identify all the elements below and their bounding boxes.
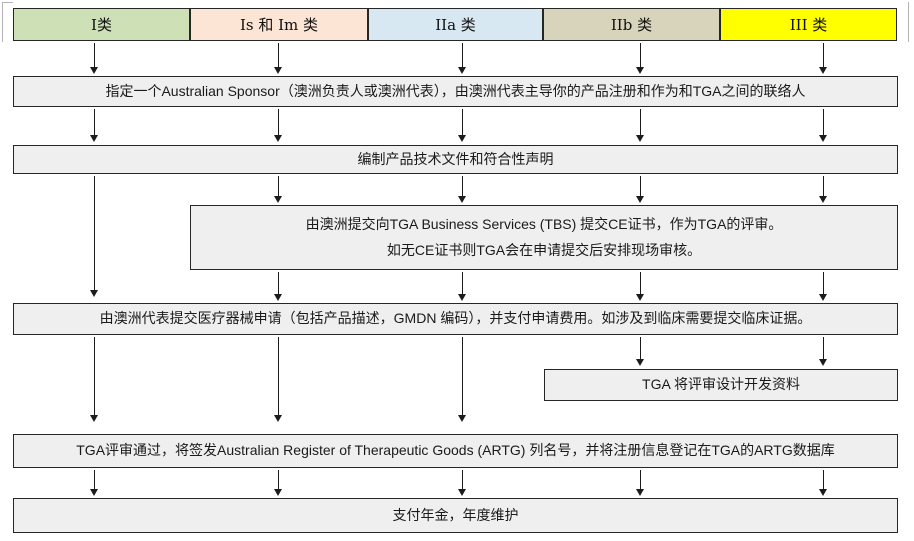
flow-arrow — [458, 470, 467, 496]
flow-arrow — [819, 43, 828, 74]
flow-arrow — [819, 176, 828, 203]
flow-arrow — [819, 470, 828, 496]
flow-arrow — [274, 43, 283, 74]
flow-arrow — [458, 176, 467, 203]
step-device-application: 由澳洲代表提交医疗器械申请（包括产品描述，GMDN 编码），并支付申请费用。如涉… — [13, 303, 898, 335]
flow-arrow-class-i-bypass — [90, 337, 99, 422]
guide-line-right — [908, 2, 909, 42]
flow-arrow — [458, 43, 467, 74]
flow-arrow — [636, 272, 645, 301]
step-ce-submission: 由澳洲提交向TGA Business Services (TBS) 提交CE证书… — [190, 205, 898, 270]
flow-arrow — [819, 337, 828, 366]
flow-arrow — [90, 109, 99, 142]
ce-submission-line1: 由澳洲提交向TGA Business Services (TBS) 提交CE证书… — [305, 216, 783, 232]
flow-arrow — [636, 337, 645, 366]
flow-arrow — [636, 176, 645, 203]
flow-arrow — [458, 109, 467, 142]
guide-line-top — [2, 2, 13, 3]
flow-arrow-class-isim-bypass — [274, 337, 283, 422]
class-iib-header: IIb 类 — [543, 8, 720, 41]
step-appoint-sponsor: 指定一个Australian Sponsor（澳洲负责人或澳洲代表），由澳洲代表… — [13, 76, 898, 107]
flow-arrow-class-iia-bypass — [458, 337, 467, 422]
class-iia-header: IIa 类 — [368, 8, 543, 41]
class-i-header: I类 — [13, 8, 190, 41]
flow-arrow — [90, 470, 99, 496]
step-design-review: TGA 将评审设计开发资料 — [544, 369, 898, 401]
ce-submission-line2: 如无CE证书则TGA会在申请提交后安排现场审核。 — [386, 241, 702, 258]
flow-arrow — [458, 272, 467, 301]
step-annual-fee: 支付年金，年度维护 — [13, 498, 898, 533]
step-artg-listing: TGA评审通过，将签发Australian Register of Therap… — [13, 434, 898, 468]
flow-arrow — [274, 109, 283, 142]
flow-arrow — [636, 43, 645, 74]
flow-arrow — [274, 176, 283, 203]
flow-arrow — [90, 43, 99, 74]
guide-line-left — [2, 2, 3, 42]
flow-arrow — [819, 272, 828, 301]
flow-arrow — [274, 272, 283, 301]
flow-arrow — [636, 109, 645, 142]
flow-arrow-class-i-bypass — [90, 176, 99, 297]
flow-arrow — [636, 470, 645, 496]
flow-arrow — [274, 470, 283, 496]
flow-arrow — [819, 109, 828, 142]
class-is-im-header: Is 和 Im 类 — [190, 8, 368, 41]
step-technical-file: 编制产品技术文件和符合性声明 — [13, 145, 898, 174]
class-iii-header: III 类 — [720, 8, 897, 41]
